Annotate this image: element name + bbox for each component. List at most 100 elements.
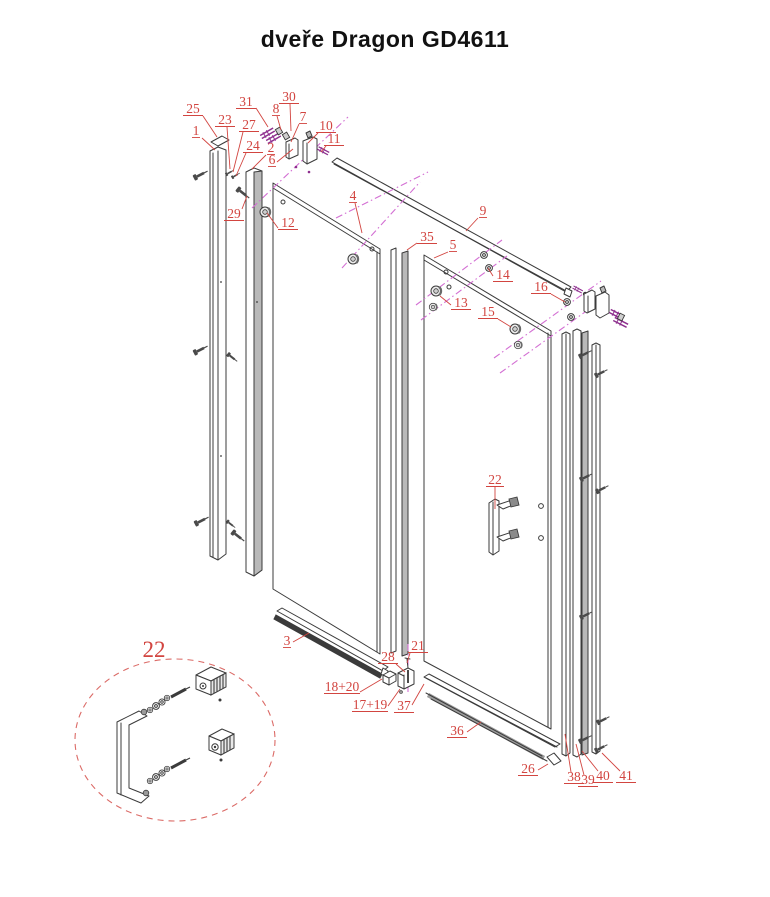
washer-14a (480, 251, 488, 259)
glass-hole (443, 269, 449, 275)
leader-line-39 (575, 743, 585, 776)
part-label-38: 38 (567, 769, 581, 784)
leader-line-29 (241, 195, 248, 210)
screw-24 (230, 170, 242, 181)
leader-line-38 (564, 733, 572, 773)
block-dot (219, 758, 223, 762)
leader-line-7 (290, 123, 300, 143)
part-label-8: 8 (273, 101, 280, 116)
glass-hole (369, 246, 375, 252)
roller-13a (429, 284, 443, 298)
leader-line-41 (601, 752, 621, 772)
part-label-13: 13 (454, 295, 468, 310)
leader-line-24 (235, 152, 247, 177)
part-label-11: 11 (328, 131, 341, 146)
part-label-21: 21 (411, 638, 425, 653)
part-label-12: 12 (281, 215, 295, 230)
guide-block-18-20 (382, 670, 397, 686)
handle-hole (538, 503, 544, 509)
hinge-parts-top-left (258, 125, 331, 174)
screw-21 (404, 657, 411, 669)
leader-line-5 (433, 251, 449, 259)
center-rails-35 (390, 247, 409, 657)
part-label-22: 22 (143, 637, 166, 662)
part-label-5: 5 (450, 237, 457, 252)
leader-line-18+20 (359, 678, 383, 693)
screw-11 (316, 145, 331, 157)
handle-nut (508, 496, 520, 508)
leader-line-14 (487, 267, 494, 277)
handle-bracket (116, 710, 150, 804)
bottom-rail-36 (425, 692, 548, 762)
glass-hole (280, 199, 286, 205)
leader-line-40 (581, 750, 599, 772)
part-label-10: 10 (319, 118, 333, 133)
rollers-and-washers (220, 199, 575, 541)
part-label-31: 31 (239, 94, 253, 109)
part-label-36: 36 (450, 723, 464, 738)
leader-line-26 (537, 763, 549, 771)
wall-profile-1 (209, 146, 227, 561)
leader-line-6 (276, 148, 294, 163)
part-label-7: 7 (300, 109, 307, 124)
glass-hole (446, 284, 452, 290)
leader-line-23 (226, 126, 231, 170)
block-dot (218, 698, 222, 702)
profile-dot (256, 301, 258, 303)
leader-line-27 (232, 131, 244, 173)
leader-line-1 (201, 137, 216, 151)
leader-line-17+19 (387, 688, 401, 707)
leader-line-28 (395, 663, 406, 673)
top-rail-9 (331, 157, 573, 298)
page-title: dveře Dragon GD4611 (260, 26, 510, 52)
pin-dot (294, 165, 298, 169)
leader-line-11 (320, 145, 327, 153)
hinge-plate-right (583, 289, 596, 314)
part-label-35: 35 (420, 229, 434, 244)
part-label-22: 22 (488, 472, 502, 487)
right-rails-38-41 (561, 328, 601, 758)
part-label-15: 15 (481, 304, 495, 319)
handle-nut (508, 528, 520, 540)
part-label-6: 6 (269, 152, 276, 167)
leader-line-3 (292, 632, 310, 643)
part-label-3: 3 (284, 633, 291, 648)
floor-bracket-17-19 (397, 667, 415, 694)
part-label-14: 14 (496, 267, 510, 282)
leader-line-9 (465, 217, 479, 232)
part-label-30: 30 (282, 89, 296, 104)
hinge-nub (305, 130, 313, 139)
pin-dot (307, 170, 311, 174)
part-label-16: 16 (534, 279, 548, 294)
end-cap-26 (546, 752, 562, 766)
fastener-8 (274, 126, 284, 136)
part-label-4: 4 (350, 188, 357, 203)
leader-line-25 (202, 115, 218, 138)
leader-line-13 (439, 295, 452, 306)
part-label-23: 23 (218, 112, 232, 127)
screw-right (571, 284, 584, 295)
profile-dot (220, 455, 222, 457)
roller-15b (513, 340, 523, 350)
hinge-plate-7 (285, 137, 299, 160)
handle-bolt (170, 758, 187, 770)
leader-line-15 (497, 318, 512, 328)
fastener-8b (281, 131, 291, 141)
leader-line-4 (354, 202, 363, 234)
bottom-rail-37 (423, 673, 561, 748)
top-cap-25 (210, 135, 230, 147)
detail-circle (74, 658, 276, 822)
part-label-27: 27 (242, 117, 256, 132)
wall-profile-2 (245, 167, 263, 577)
hinge-block-right (595, 291, 610, 319)
leader-line-31 (255, 107, 269, 128)
floor-guide-parts (382, 657, 415, 694)
part-label-1: 1 (193, 123, 200, 138)
handle-hole (538, 535, 544, 541)
part-label-39: 39 (581, 772, 595, 787)
leader-line-12 (266, 212, 279, 229)
bottom-rail-3 (273, 607, 389, 679)
roller-top-2 (346, 252, 360, 266)
door-panel-1 (272, 182, 381, 655)
